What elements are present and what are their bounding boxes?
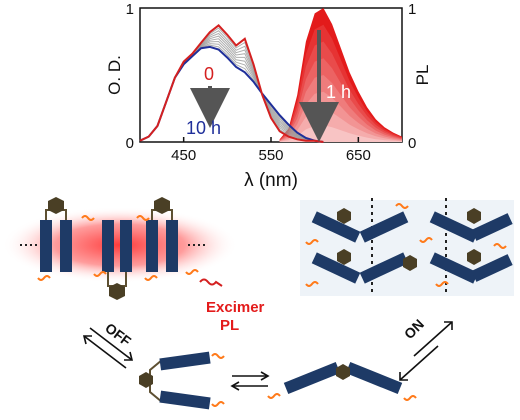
equilibrium-arrow-head <box>82 335 92 345</box>
off-equilibrium: OFF <box>82 320 135 369</box>
chromophore <box>359 252 409 284</box>
chromophore <box>40 220 52 272</box>
pl-spectra <box>279 8 402 142</box>
equilibrium-arrow <box>399 345 439 381</box>
extended-monomer <box>267 361 417 401</box>
y-tick-label-left: 1 <box>126 1 134 18</box>
chromophore <box>159 390 211 410</box>
alkyl-chain <box>93 271 107 277</box>
absorbance-spectra <box>139 24 324 143</box>
conversion-equilibrium <box>230 371 270 391</box>
hexagon-core <box>48 197 64 214</box>
alkyl-chain <box>435 281 449 287</box>
alkyl-chain <box>81 215 95 221</box>
alkyl-chain <box>211 353 225 359</box>
chromophore <box>102 220 114 272</box>
alkyl-chain <box>419 237 433 243</box>
x-tick-label: 650 <box>346 147 371 164</box>
hexagon-core <box>403 255 417 271</box>
excimer-assembly: Excimer PL <box>2 197 265 334</box>
folded-monomer <box>139 351 225 410</box>
on-equilibrium: ON <box>399 316 453 381</box>
chromophore <box>345 361 403 395</box>
hexagon-core <box>337 249 351 265</box>
alkyl-chain <box>395 203 409 209</box>
chromophore <box>60 220 72 272</box>
y-tick-label-right: 1 <box>408 1 416 18</box>
annotation-start: 0 <box>204 64 214 84</box>
equilibrium-arrow-head <box>444 321 453 330</box>
annotation-pl-time: 1 h <box>326 82 351 102</box>
chromophore <box>283 361 341 395</box>
excimer-label-line2: PL <box>220 317 239 334</box>
chromophore <box>159 351 211 371</box>
y-tick-label-left: 0 <box>126 135 134 152</box>
annotation-end: 10 h <box>186 118 221 138</box>
chromophore <box>120 220 132 272</box>
spectra-chart: 450 550 650 0 1 0 1 λ (nm) O. D. PL 0 10 h 1 h <box>105 1 432 191</box>
chromophore <box>471 254 513 282</box>
hexagon-core <box>139 372 153 388</box>
equilibrium-arrow-head <box>399 372 408 381</box>
alkyl-chain <box>305 281 319 287</box>
equilibrium-arrow <box>83 335 127 369</box>
alkyl-chain <box>267 393 281 399</box>
off-label: OFF <box>102 320 134 350</box>
y-axis-label-right: PL <box>413 65 432 86</box>
x-axis-label: λ (nm) <box>244 170 298 191</box>
chromophore <box>429 211 479 243</box>
alkyl-chain <box>37 275 51 281</box>
chromophore <box>311 211 361 243</box>
y-tick-label-right: 0 <box>408 135 416 152</box>
hexagon-core <box>467 249 481 265</box>
chromophore <box>166 220 178 272</box>
hexagon-core <box>109 283 125 300</box>
y-axis-label-left: O. D. <box>105 55 124 95</box>
alkyl-chain <box>403 395 417 401</box>
hexagon-core <box>154 197 170 214</box>
on-state-assembly <box>300 198 514 296</box>
equilibrium-arrow <box>89 327 133 361</box>
x-tick-label: 450 <box>171 147 196 164</box>
alkyl-chain <box>493 243 507 249</box>
axis-ticks: 450 550 650 0 1 0 1 <box>126 1 417 164</box>
excimer-label-line1: Excimer <box>206 299 265 316</box>
chromophore <box>471 213 513 241</box>
equilibrium-arrow-head <box>230 381 240 391</box>
on-label: ON <box>401 316 427 342</box>
alkyl-chain <box>136 215 150 221</box>
equilibrium-arrow-head <box>260 371 270 381</box>
absorbance-0h-line <box>139 24 324 143</box>
x-tick-label: 550 <box>258 147 283 164</box>
on-state-background <box>300 200 514 296</box>
alkyl-chain <box>185 269 199 275</box>
hexagon-core <box>337 208 351 224</box>
hexagon-core <box>467 208 481 224</box>
chromophore <box>311 252 361 284</box>
equilibrium-arrow-head <box>124 351 134 361</box>
chromophore <box>429 252 479 284</box>
equilibrium-arrow <box>413 321 453 357</box>
emission-squiggle <box>199 278 223 287</box>
chromophore <box>146 220 158 272</box>
hexagon-core <box>336 364 350 380</box>
chromophore <box>359 211 409 243</box>
alkyl-chain <box>144 275 158 281</box>
alkyl-chain <box>305 239 319 245</box>
alkyl-chain <box>211 401 225 407</box>
